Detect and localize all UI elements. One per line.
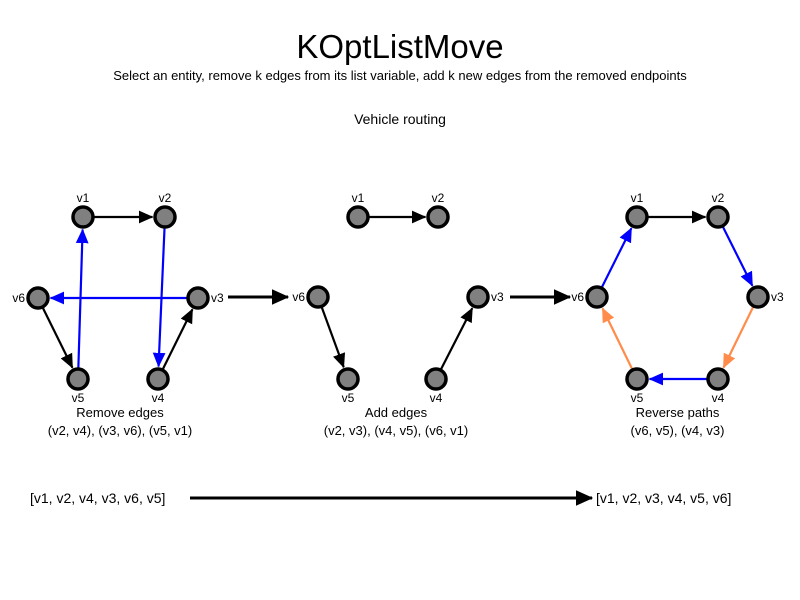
node-circle-v3[interactable] [186,286,210,310]
after-list-text: [v1, v2, v3, v4, v5, v6] [596,490,731,506]
node-circle-v6[interactable] [306,285,330,309]
node-label-v2: v2 [712,191,725,205]
page-subtitle: Select an entity, remove k edges from it… [113,68,687,83]
graph-node-v2[interactable]: v2 [426,191,450,229]
node-label-v2: v2 [159,191,172,205]
nodes-layer: v1 v2 v3 v4 v5 v6 v1 v2 v3 v4 v5 v6 v1 v2 v3 v4 v5 v6 [12,191,784,405]
graph-node-v4[interactable]: v4 [706,367,730,405]
edge-v3-v4 [722,305,755,369]
node-label-v4: v4 [712,391,725,405]
panel-caption-title-reverse-paths: Reverse paths [636,405,720,420]
node-circle-v4[interactable] [706,367,730,391]
node-circle-v5[interactable] [66,367,90,391]
node-label-v1: v1 [352,191,365,205]
node-label-v5: v5 [631,391,644,405]
graph-node-v1[interactable]: v1 [346,191,370,229]
node-label-v3: v3 [211,291,224,305]
node-label-v3: v3 [491,290,504,304]
edge-v4-v3 [161,308,194,371]
node-label-v6: v6 [571,290,584,304]
panel-caption-detail-remove-edges: (v2, v4), (v3, v6), (v5, v1) [48,423,192,438]
node-circle-v4[interactable] [146,367,170,391]
node-label-v4: v4 [152,391,165,405]
node-circle-v3[interactable] [466,285,490,309]
graph-node-v6[interactable]: v6 [12,286,50,310]
graph-node-v5[interactable]: v5 [66,367,90,405]
panel-caption-title-add-edges: Add edges [365,405,428,420]
graph-node-v5[interactable]: v5 [625,367,649,405]
node-label-v5: v5 [342,391,355,405]
panel-caption-title-remove-edges: Remove edges [76,405,164,420]
edge-v6-v1 [600,227,633,289]
edge-v5-v6 [601,307,634,371]
edge-v2-v3 [721,225,754,287]
node-circle-v2[interactable] [706,205,730,229]
graph-node-v6[interactable]: v6 [292,285,330,309]
edges-layer [41,210,755,386]
node-label-v5: v5 [72,391,85,405]
graph-node-v3[interactable]: v3 [186,286,224,310]
captions-layer: Remove edges (v2, v4), (v3, v6), (v5, v1)… [48,405,725,438]
edge-v2-v4 [152,226,166,368]
graph-node-v6[interactable]: v6 [571,285,609,309]
node-label-v1: v1 [77,191,90,205]
edge-v4-v3 [439,307,474,371]
node-circle-v3[interactable] [746,285,770,309]
node-label-v2: v2 [432,191,445,205]
graph-node-v4[interactable]: v4 [146,367,170,405]
node-circle-v5[interactable] [625,367,649,391]
graph-node-v5[interactable]: v5 [336,367,360,405]
graph-node-v3[interactable]: v3 [466,285,504,309]
node-circle-v5[interactable] [336,367,360,391]
panel-caption-detail-reverse-paths: (v6, v5), (v4, v3) [631,423,725,438]
node-circle-v1[interactable] [346,205,370,229]
graph-node-v1[interactable]: v1 [625,191,649,229]
node-circle-v1[interactable] [625,205,649,229]
node-circle-v1[interactable] [71,205,95,229]
node-circle-v4[interactable] [424,367,448,391]
node-circle-v6[interactable] [26,286,50,310]
node-circle-v2[interactable] [153,205,177,229]
graph-node-v2[interactable]: v2 [706,191,730,229]
edge-v6-v5 [320,306,346,369]
result-row-layer: [v1, v2, v4, v3, v6, v5] [v1, v2, v3, v4,… [30,490,731,506]
node-circle-v6[interactable] [585,285,609,309]
graph-node-v3[interactable]: v3 [746,285,784,309]
graph-node-v2[interactable]: v2 [153,191,177,229]
node-circle-v2[interactable] [426,205,450,229]
edge-v5-v1 [75,228,89,370]
panel-caption-detail-add-edges: (v2, v3), (v4, v5), (v6, v1) [324,423,468,438]
graph-node-v4[interactable]: v4 [424,367,448,405]
edge-v6-v5 [41,306,74,369]
node-label-v3: v3 [771,290,784,304]
page-title: KOptListMove [296,28,504,65]
graph-node-v1[interactable]: v1 [71,191,95,229]
context-label: Vehicle routing [354,111,446,127]
before-list-text: [v1, v2, v4, v3, v6, v5] [30,490,165,506]
node-label-v6: v6 [292,290,305,304]
node-label-v1: v1 [631,191,644,205]
node-label-v4: v4 [430,391,443,405]
node-label-v6: v6 [12,291,25,305]
